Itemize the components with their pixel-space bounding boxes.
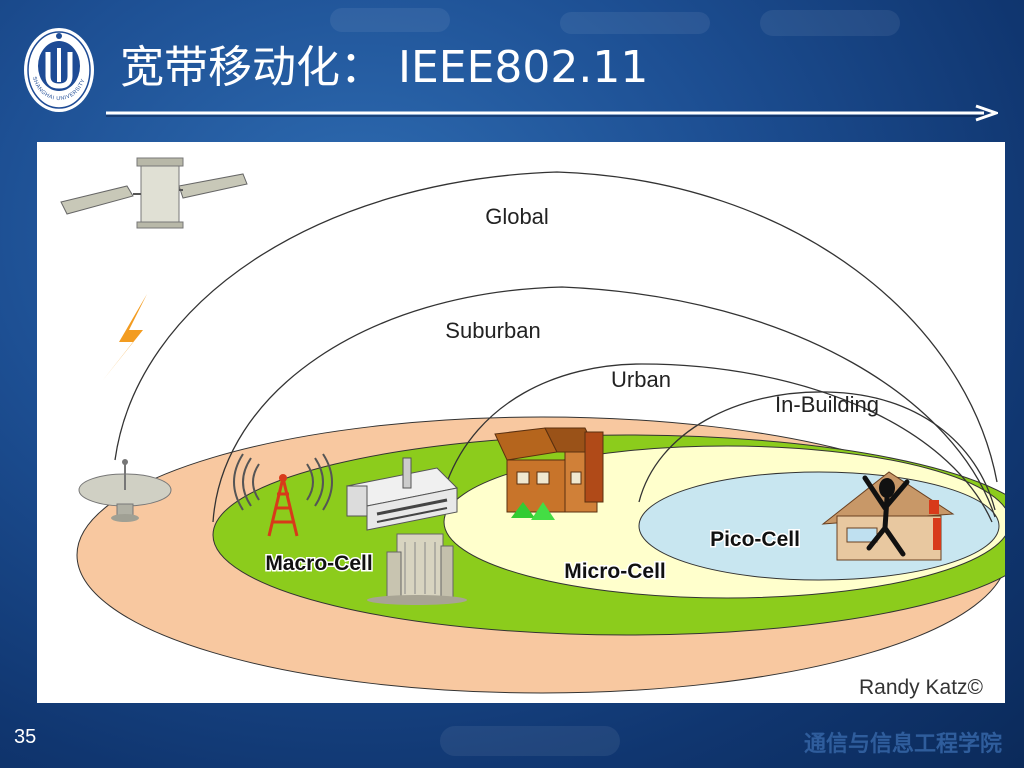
skyscraper-icon: [367, 533, 467, 605]
urban-dome: [446, 363, 993, 523]
cell-label-micro: Micro-Cell: [564, 560, 666, 583]
diagram-canvas: Global Suburban Urban In-Building: [60, 157, 1005, 699]
suburban-dome: [212, 286, 996, 523]
diagram-credit: Randy Katz©: [859, 676, 984, 699]
cell-label-pico: Pico-Cell: [710, 528, 800, 551]
satellite-icon: [60, 157, 248, 229]
background-streak: [760, 10, 900, 36]
dome-label-in-building: In-Building: [775, 392, 879, 417]
footer-institution: 通信与信息工程学院: [803, 732, 1002, 757]
satellite-dish-icon: [78, 459, 172, 522]
person-dancing-icon: [862, 475, 910, 557]
background-streak: [440, 726, 620, 756]
dome-label-suburban: Suburban: [445, 318, 540, 343]
house-icon: [494, 427, 604, 520]
title-underline-arrow: [106, 104, 998, 122]
shanghai-university-seal-icon: SHANGHAI UNIVERSITY: [24, 28, 94, 112]
in-building-dome: [638, 391, 996, 511]
radio-tower-icon: [233, 453, 333, 537]
global-dome: [114, 171, 998, 483]
background-streak: [330, 8, 450, 32]
lightning-icon: [103, 294, 147, 380]
page-number: 35: [14, 726, 37, 748]
university-logo: SHANGHAI UNIVERSITY: [22, 26, 96, 114]
background-streak: [560, 12, 710, 34]
cell-hierarchy-diagram: Global Suburban Urban In-Building: [37, 142, 1005, 703]
office-building-icon: [345, 457, 459, 531]
dome-label-urban: Urban: [611, 367, 671, 392]
dome-label-global: Global: [485, 204, 549, 229]
pico-cell-ground: [638, 471, 1000, 581]
slide-title: 宽带移动化： IEEE802.11: [120, 42, 649, 93]
cell-label-macro: Macro-Cell: [265, 552, 372, 575]
